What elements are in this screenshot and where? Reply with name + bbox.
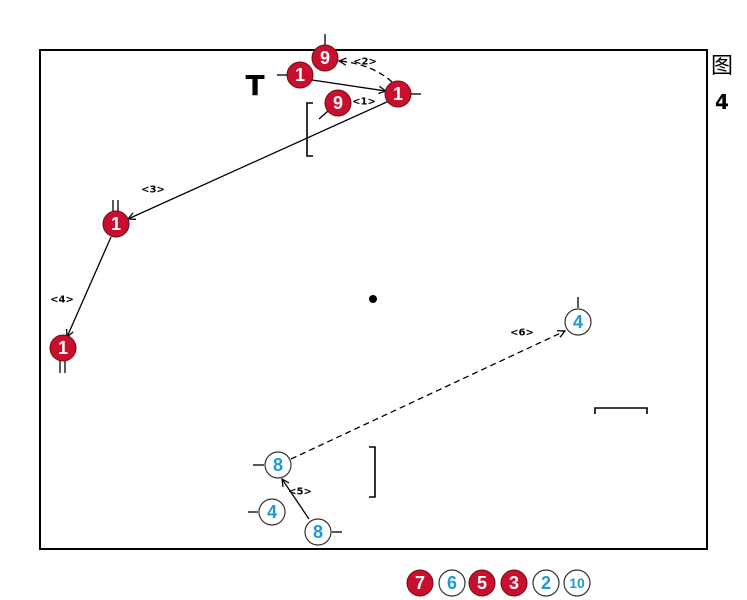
blue-player-disc: [264, 451, 292, 479]
red-player: 1: [49, 334, 77, 362]
bench-player-red: 5: [468, 569, 496, 597]
red-player-disc: [49, 334, 77, 362]
bench-number: 2: [541, 573, 551, 593]
center-dot: [369, 295, 377, 303]
figure-caption-prefix: 图: [711, 54, 733, 79]
move-label-6: <6>: [510, 328, 534, 339]
blue-player: 8: [304, 518, 332, 546]
red-player-number: 9: [320, 48, 330, 68]
bench-disc: [406, 569, 434, 597]
court-boundary: [39, 49, 708, 550]
facing-tick: [318, 110, 329, 120]
red-player-number: 1: [111, 214, 121, 234]
blue-player-disc: [258, 498, 286, 526]
bench-player-blue: 6: [438, 569, 466, 597]
move-label-5: <5>: [288, 487, 312, 498]
blue-player: 4: [564, 308, 592, 336]
move-line-5: [282, 479, 310, 520]
red-player-number: 9: [333, 93, 343, 113]
pass-line-6: [290, 331, 565, 460]
blue-player-disc: [304, 518, 332, 546]
red-player-number: 1: [58, 338, 68, 358]
bench-row: 7 6 5 3 2 10: [406, 569, 591, 597]
bench-disc: [438, 569, 466, 597]
blue-player-number: 8: [313, 522, 323, 542]
bench-number: 5: [477, 573, 487, 593]
red-player-disc: [384, 80, 412, 108]
red-player-number: 1: [393, 84, 403, 104]
move-line-4: [67, 236, 112, 337]
bench-number: 3: [509, 573, 519, 593]
bench-player-blue: 10: [563, 569, 591, 597]
blue-player: 8: [264, 451, 292, 479]
bracket-horizontal: [594, 407, 648, 414]
bench-disc: [468, 569, 496, 597]
move-line-1: [311, 79, 386, 91]
bench-player-red: 3: [500, 569, 528, 597]
red-player: 9: [324, 89, 352, 117]
move-label-3: <3>: [141, 185, 165, 196]
red-player-number: 1: [295, 65, 305, 85]
move-label-1: <1>: [352, 97, 376, 108]
blue-player-number: 8: [273, 455, 283, 475]
bracket-left: [306, 102, 313, 157]
red-player-disc: [102, 210, 130, 238]
red-player: 9: [311, 44, 339, 72]
coach-mark: T: [245, 69, 264, 102]
bench-number: 6: [447, 573, 457, 593]
red-player: 1: [384, 80, 412, 108]
red-player-disc: [311, 44, 339, 72]
bracket-right: [369, 446, 376, 498]
move-line-3: [128, 100, 390, 219]
blue-player-number: 4: [267, 502, 277, 522]
red-player: 1: [102, 210, 130, 238]
bench-number: 7: [415, 573, 425, 593]
bench-player-blue: 2: [532, 569, 560, 597]
blue-player-number: 4: [573, 312, 583, 332]
bench-number: 10: [569, 575, 585, 591]
bench-disc: [500, 569, 528, 597]
bench-player-red: 7: [406, 569, 434, 597]
bench-disc: [563, 569, 591, 597]
red-player-disc: [286, 61, 314, 89]
blue-player: 4: [258, 498, 286, 526]
pass-line-2: [339, 61, 393, 83]
move-label-2: <2>: [353, 57, 377, 68]
figure-caption-number: 4: [715, 90, 729, 114]
move-label-4: <4>: [50, 295, 74, 306]
red-player: 1: [286, 61, 314, 89]
bench-disc: [532, 569, 560, 597]
red-player-disc: [324, 89, 352, 117]
blue-player-disc: [564, 308, 592, 336]
